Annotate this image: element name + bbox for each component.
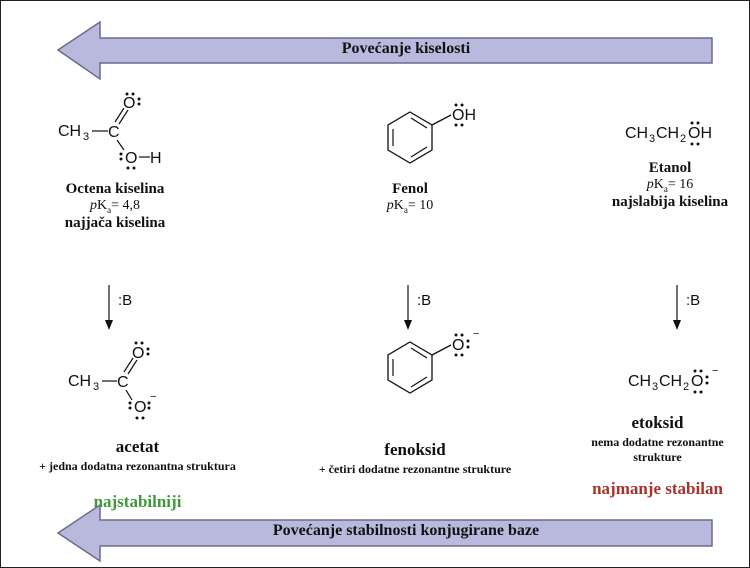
base-caption-phenoxide: fenoksid + četiri dodatne rezonantne str…: [285, 440, 545, 477]
reaction-arrow-acetic: [105, 285, 113, 330]
svg-text:−: −: [473, 328, 479, 340]
base-name: acetat: [115, 437, 160, 456]
acidity-arrow-label: Povećanje kiselosti: [341, 40, 471, 57]
acid-rank: najjača kiselina: [64, 214, 166, 231]
acid-name: Etanol: [648, 160, 692, 176]
resonance-note: + jedna dodatna rezonantna struktura: [39, 459, 236, 473]
reaction-arrow-ethanol: [673, 285, 681, 330]
svg-text:3: 3: [652, 381, 658, 393]
stability-arrow-label: Povećanje stabilnosti konjugirane baze: [272, 522, 540, 539]
svg-text:CH: CH: [68, 373, 91, 390]
base-reagent-label: :B: [686, 292, 701, 309]
svg-text:O: O: [132, 345, 144, 362]
resonance-note: + četiri dodatne rezonantne strukture: [318, 462, 512, 476]
pka-value: pKa= 4,8: [89, 198, 141, 215]
svg-text:O: O: [691, 373, 703, 390]
ethanol-structure: CH 3 CH 2 OH: [625, 121, 712, 146]
svg-text:C: C: [117, 374, 129, 391]
svg-text:3: 3: [649, 133, 655, 145]
svg-text:3: 3: [93, 381, 99, 393]
pka-value: pKa= 10: [386, 198, 434, 215]
base-caption-ethoxide: etoksid nema dodatne rezonantne struktur…: [565, 413, 750, 499]
acid-caption-ethanol: Etanol pKa= 16 najslabija kiselina: [595, 160, 745, 211]
svg-text:CH: CH: [659, 373, 682, 390]
ethoxide-structure: CH 3 CH 2 O −: [628, 365, 718, 394]
pka-value: pKa= 16: [646, 177, 694, 194]
acid-name: Fenol: [392, 181, 428, 197]
acid-caption-phenol: Fenol pKa= 10: [345, 181, 475, 215]
resonance-note: nema dodatne rezonantne: [591, 435, 724, 449]
base-caption-acetate: acetat + jedna dodatna rezonantna strukt…: [5, 437, 270, 512]
svg-text:O: O: [125, 150, 137, 167]
base-reagent-label: :B: [118, 292, 133, 309]
stability-arrow-shape: [56, 503, 713, 563]
acid-rank: najslabija kiselina: [611, 193, 729, 210]
svg-text:CH: CH: [58, 123, 81, 140]
base-name: fenoksid: [384, 440, 446, 459]
svg-text:H: H: [150, 150, 162, 167]
stability-label: najstabilniji: [93, 492, 182, 511]
svg-text:OH: OH: [688, 125, 712, 142]
acid-name: Octena kiselina: [65, 181, 165, 197]
svg-text:CH: CH: [625, 125, 648, 142]
reaction-arrow-phenol: [404, 285, 412, 330]
svg-text:O: O: [134, 399, 146, 416]
svg-text:O: O: [123, 95, 135, 112]
svg-text:2: 2: [680, 133, 686, 145]
svg-text:−: −: [712, 365, 718, 377]
phenol-structure: OH: [387, 103, 476, 164]
stability-label: najmanje stabilan: [592, 479, 723, 498]
resonance-note: strukture: [633, 450, 682, 464]
svg-text:O: O: [452, 337, 464, 354]
svg-text:2: 2: [683, 381, 689, 393]
svg-text:CH: CH: [656, 125, 679, 142]
acetic-acid-structure: CH 3 C O O H: [58, 92, 162, 170]
base-reagent-label: :B: [417, 292, 432, 309]
svg-text:OH: OH: [452, 107, 476, 124]
svg-text:3: 3: [83, 131, 89, 143]
svg-text:CH: CH: [628, 373, 651, 390]
acetate-structure: CH 3 C O O −: [68, 341, 156, 420]
svg-text:−: −: [150, 391, 156, 403]
acidity-arrow-shape: [56, 20, 713, 81]
phenoxide-structure: O −: [387, 328, 479, 394]
svg-text:C: C: [108, 124, 120, 141]
base-name: etoksid: [631, 413, 684, 432]
acid-caption-acetic: Octena kiselina pKa= 4,8 najjača kiselin…: [40, 181, 190, 232]
